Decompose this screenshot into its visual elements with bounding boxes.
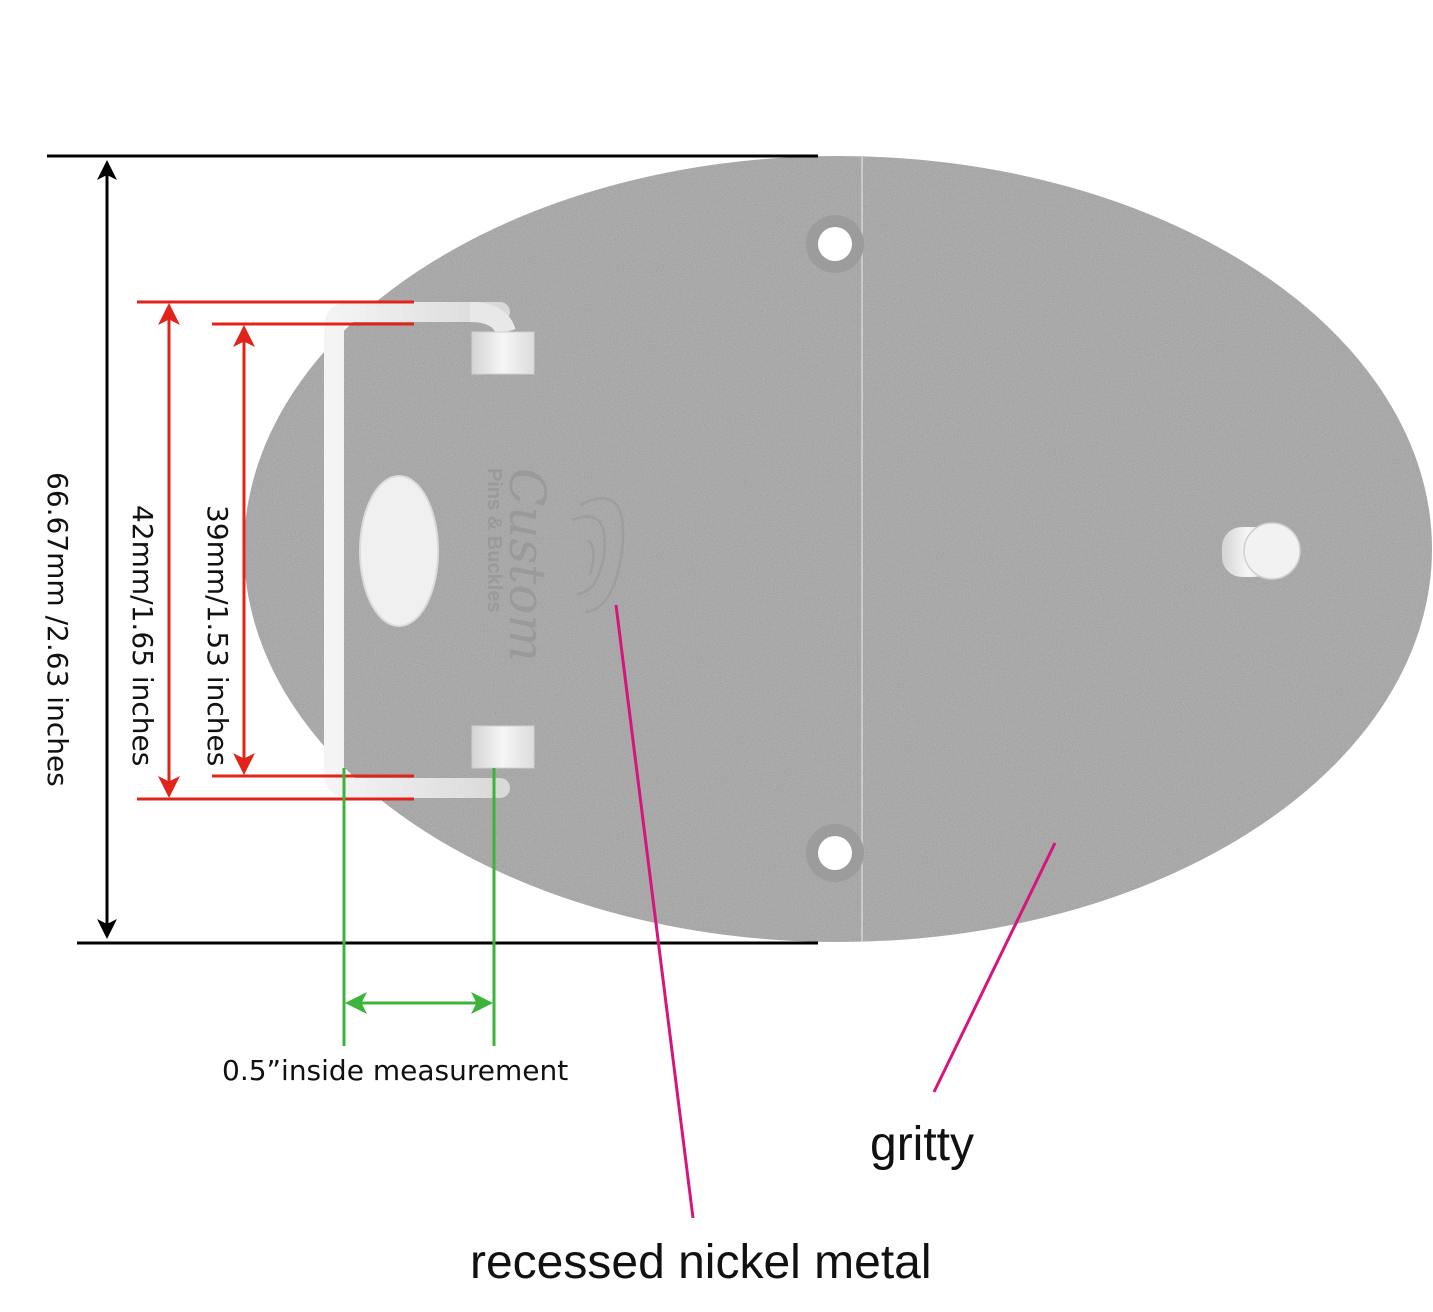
loop-inner-dimension: 39mm/1.53 inches xyxy=(201,322,414,778)
pointer-line-icon xyxy=(932,842,1057,1093)
inside-width-dimension: 0.5”inside measurement xyxy=(222,768,568,1087)
slot-hole-icon xyxy=(359,475,439,627)
loop-outer-dimension: 42mm/1.65 inches xyxy=(126,300,414,801)
overall-height-dimension: 66.67mm /2.63 inches xyxy=(41,154,818,945)
plate-body xyxy=(244,156,1432,942)
logo-script-text: Custom xyxy=(498,468,556,662)
pointer-line-icon xyxy=(614,604,695,1219)
loop-post-bottom xyxy=(471,725,535,769)
recessed-callout-label: recessed nickel metal xyxy=(470,1236,932,1289)
loop-inner-label: 39mm/1.53 inches xyxy=(201,505,234,766)
logo-subtitle-text: Pins & Buckles xyxy=(483,468,505,613)
loop-outer-label: 42mm/1.65 inches xyxy=(126,505,159,766)
buckle-plate xyxy=(244,156,1432,942)
overall-height-label: 66.67mm /2.63 inches xyxy=(41,472,74,787)
loop-post-top xyxy=(471,331,535,375)
texture-callout-label: gritty xyxy=(870,1118,974,1171)
logo-swirl-icon xyxy=(571,497,625,614)
buckle-stud-icon xyxy=(1222,522,1301,580)
inside-width-label: 0.5”inside measurement xyxy=(222,1054,568,1087)
top-rivet-icon xyxy=(806,215,864,273)
bottom-rivet-icon xyxy=(806,824,864,882)
brand-logo: Custom Pins & Buckles xyxy=(483,468,625,662)
